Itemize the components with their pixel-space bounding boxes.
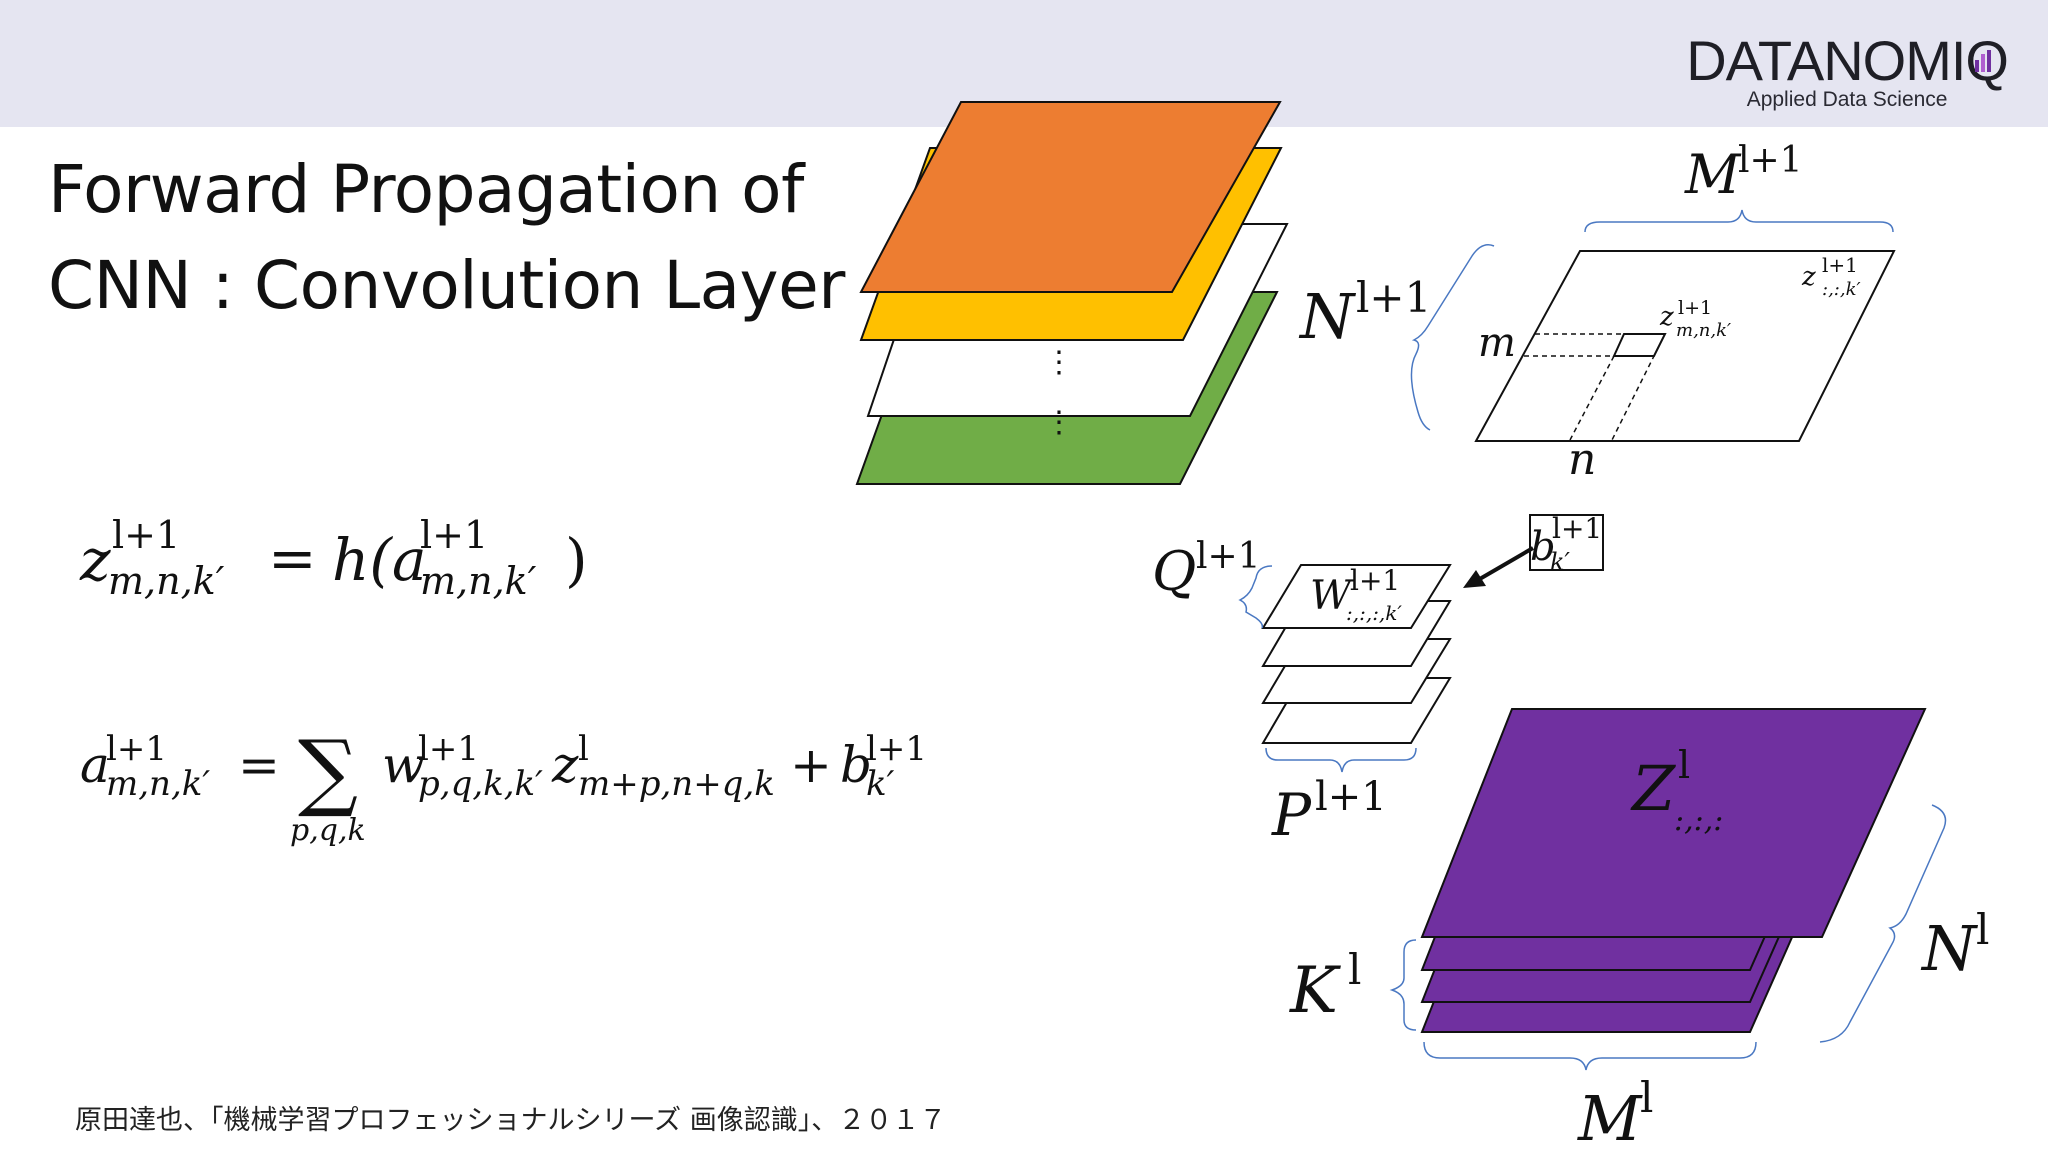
bias-arrow (1476, 546, 1535, 582)
svg-text:N: N (1920, 912, 1979, 985)
eq2-equals: = (238, 736, 280, 794)
svg-text:z: z (1659, 302, 1674, 332)
layer-dots-2: ⋮ (1044, 405, 1074, 440)
svg-text::,:,k′: :,:,k′ (1822, 279, 1861, 300)
svg-text:M: M (1577, 1082, 1643, 1152)
label-Q: Q l+1 (1152, 536, 1261, 603)
layer-orange (859, 101, 1282, 293)
svg-text:l+1: l+1 (1315, 774, 1387, 820)
brace-P (1265, 747, 1417, 773)
brace-N-top (1410, 244, 1495, 431)
brace-N-bot (1819, 804, 1947, 1043)
output-plane (1474, 250, 1896, 442)
eq2-b-base: b (840, 736, 872, 794)
eq1-equals: = (268, 524, 317, 592)
citation: 原田達也、「機械学習プロフェッショナルシリーズ 画像認識」、２０１７ (75, 1105, 947, 1136)
svg-text:M: M (1684, 143, 1742, 206)
svg-text:l+1: l+1 (1822, 253, 1858, 277)
eq1-z-base: z (79, 526, 111, 594)
svg-text:N: N (1298, 280, 1357, 353)
label-z-plane: z l+1 :,:,k′ (1801, 253, 1861, 300)
equation-z: z l+1 m,n,k′ = h(a l+1 m,n,k′ ) (79, 513, 588, 603)
eq1-z-sup: l+1 (112, 513, 180, 557)
brace-M-top (1584, 209, 1894, 233)
eq2-b-sup: l+1 (866, 729, 927, 769)
brace-K (1389, 939, 1417, 1031)
eq2-plus: + (790, 736, 832, 794)
svg-text:b: b (1530, 524, 1556, 570)
eq2-w-sup: l+1 (418, 729, 479, 769)
label-M-bottom: M l (1577, 1073, 1653, 1152)
svg-text:K: K (1289, 954, 1341, 1028)
label-P: P l+1 (1271, 774, 1387, 849)
title-line-1: Forward Propagation of (48, 151, 804, 228)
label-N-top: N l+1 (1298, 273, 1431, 353)
svg-text:m,n,k′: m,n,k′ (1676, 320, 1731, 341)
svg-text:z: z (1801, 262, 1816, 292)
label-K: K l (1289, 945, 1361, 1028)
svg-text:l+1: l+1 (1196, 536, 1261, 577)
eq2-w-base: w (382, 736, 425, 794)
eq1-a-sup: l+1 (420, 513, 488, 557)
svg-text::,:,:: :,:,: (1674, 803, 1723, 838)
brand-name: DATANOMIQ (1686, 29, 2009, 92)
brace-Q (1238, 565, 1273, 629)
label-n: n (1568, 434, 1596, 485)
svg-text:l: l (1976, 905, 1989, 954)
eq1-h: h(a (332, 526, 427, 594)
layer-stack (855, 101, 1289, 485)
slide-title: Forward Propagation of CNN : Convolution… (48, 142, 845, 334)
eq2-z-sub: m+p,n+q,k (578, 764, 775, 804)
eq2-z-sup: l (578, 729, 589, 769)
svg-text:Q: Q (1152, 540, 1196, 603)
layer-dots-1: ⋮ (1044, 345, 1074, 380)
brand-logo: DATANOMIQ Applied Data Science (1686, 29, 2009, 112)
eq1-a-sub: m,n,k′ (420, 559, 537, 603)
svg-text:W: W (1310, 573, 1354, 619)
brace-M-bot (1423, 1041, 1757, 1071)
label-m: m (1478, 320, 1516, 366)
svg-text:l+1: l+1 (1552, 512, 1602, 545)
svg-text:l+1: l+1 (1678, 297, 1712, 319)
kernel-stack (1261, 564, 1452, 744)
input-volume (1420, 708, 1927, 1033)
eq2-sum-sub: p,q,k (290, 813, 366, 848)
label-Z-big: Z l :,:,: (1630, 743, 1723, 838)
equation-a: a l+1 m,n,k′ = ∑ p,q,k w l+1 p,q,k,k′ z … (80, 722, 927, 848)
eq2-w-sub: p,q,k,k′ (418, 764, 543, 804)
svg-text:P: P (1271, 781, 1312, 849)
svg-text:k′: k′ (1550, 548, 1571, 576)
label-M-top: M l+1 (1684, 140, 1803, 206)
eq2-a-base: a (80, 736, 110, 794)
svg-text:l: l (1640, 1073, 1653, 1122)
svg-text:l: l (1348, 945, 1361, 994)
label-N-bottom: N l (1920, 905, 1989, 985)
eq2-a-sub: m,n,k′ (106, 764, 210, 804)
title-line-2: CNN : Convolution Layer (48, 247, 845, 324)
svg-text:l: l (1678, 743, 1690, 787)
svg-text::,:,:,k′: :,:,:,k′ (1346, 601, 1402, 625)
bias-arrow-head (1463, 570, 1486, 588)
eq1-close: ) (565, 526, 588, 594)
eq2-sum: ∑ (298, 722, 358, 820)
svg-text:l+1: l+1 (1356, 273, 1431, 322)
svg-text:l+1: l+1 (1350, 564, 1400, 597)
brand-tagline: Applied Data Science (1746, 88, 1948, 111)
eq1-z-sub: m,n,k′ (108, 559, 225, 603)
label-z-cell: z l+1 m,n,k′ (1659, 297, 1731, 341)
svg-text:l+1: l+1 (1738, 140, 1803, 181)
eq2-b-sub: k′ (866, 764, 895, 804)
output-cell (1612, 333, 1667, 357)
eq2-a-sup: l+1 (106, 729, 167, 769)
label-W: W l+1 :,:,:,k′ (1310, 564, 1402, 625)
bias-box: b l+1 k′ (1529, 512, 1604, 576)
svg-text:Z: Z (1630, 752, 1676, 825)
eq2-z-base: z (551, 736, 579, 794)
brand-bar-icon (1975, 50, 1991, 72)
